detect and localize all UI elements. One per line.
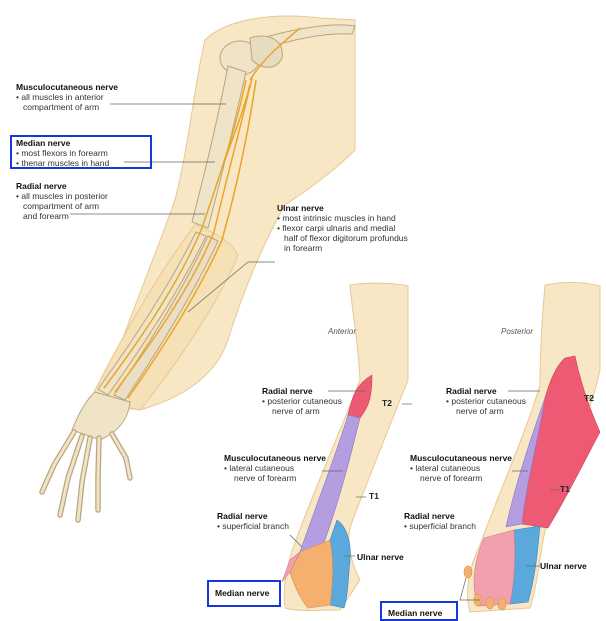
musculocutaneous-line-2: compartment of arm xyxy=(16,102,118,112)
radial-title: Radial nerve xyxy=(16,181,108,191)
median-line-1: most flexors in forearm xyxy=(16,148,109,158)
ant-radial-superficial-label: Radial nerve superficial branch xyxy=(217,511,289,531)
ulnar-line-4: in forearm xyxy=(277,243,408,253)
median-title: Median nerve xyxy=(16,138,109,148)
hand-carpals xyxy=(72,392,130,440)
ant-radial-superficial-title: Radial nerve xyxy=(217,511,289,521)
ulnar-line-3: half of flexor digitorum profundus xyxy=(277,233,408,243)
ulnar-line-2: flexor carpi ulnaris and medial xyxy=(277,223,408,233)
post-musculocutaneous-label: Musculocutaneous nerve lateral cutaneous… xyxy=(410,453,512,483)
musculocutaneous-line-1: all muscles in anterior xyxy=(16,92,118,102)
posterior-view-label: Posterior xyxy=(501,327,533,336)
ant-radial-label: Radial nerve posterior cutaneous nerve o… xyxy=(262,386,342,416)
post-musculocutaneous-line-1: lateral cutaneous xyxy=(410,463,512,473)
fingertip-3 xyxy=(486,597,494,609)
post-radial-label: Radial nerve posterior cutaneous nerve o… xyxy=(446,386,526,416)
ant-median-label: Median nerve xyxy=(215,588,269,598)
ant-musculocutaneous-line-1: lateral cutaneous xyxy=(224,463,326,473)
post-radial-superficial-label: Radial nerve superficial branch xyxy=(404,511,476,531)
ulnar-line-1: most intrinsic muscles in hand xyxy=(277,213,408,223)
ant-musculocutaneous-title: Musculocutaneous nerve xyxy=(224,453,326,463)
post-musculocutaneous-line-2: nerve of forearm xyxy=(410,473,512,483)
radial-line-2: compartment of arm xyxy=(16,201,108,211)
ulnar-label: Ulnar nerve most intrinsic muscles in ha… xyxy=(277,203,408,253)
ant-radial-line-1: posterior cutaneous xyxy=(262,396,342,406)
finger-4-inner xyxy=(98,438,99,510)
radial-line-3: and forearm xyxy=(16,211,108,221)
post-t1-label: T1 xyxy=(560,484,570,494)
radial-line-1: all muscles in posterior xyxy=(16,191,108,201)
ant-radial-line-2: nerve of arm xyxy=(262,406,342,416)
fingertip-1 xyxy=(464,566,472,578)
ant-radial-superficial-line-1: superficial branch xyxy=(217,521,289,531)
median-line-2: thenar muscles in hand xyxy=(16,158,109,168)
post-radial-superficial-title: Radial nerve xyxy=(404,511,476,521)
ant-musculocutaneous-label: Musculocutaneous nerve lateral cutaneous… xyxy=(224,453,326,483)
post-radial-superficial-line-1: superficial branch xyxy=(404,521,476,531)
post-radial-line-2: nerve of arm xyxy=(446,406,526,416)
post-radial-line-1: posterior cutaneous xyxy=(446,396,526,406)
post-ulnar-label: Ulnar nerve xyxy=(540,561,587,571)
post-t2-label: T2 xyxy=(584,393,594,403)
median-label: Median nerve most flexors in forearm the… xyxy=(16,138,109,168)
ant-musculocutaneous-line-2: nerve of forearm xyxy=(224,473,326,483)
post-median-label: Median nerve xyxy=(388,608,442,618)
ant-t2-label: T2 xyxy=(382,398,392,408)
ant-t1-label: T1 xyxy=(369,491,379,501)
ant-radial-title: Radial nerve xyxy=(262,386,342,396)
radial-label: Radial nerve all muscles in posterior co… xyxy=(16,181,108,221)
ant-ulnar-label: Ulnar nerve xyxy=(357,552,404,562)
fingertip-4 xyxy=(498,598,506,610)
anterior-view-label: Anterior xyxy=(328,327,356,336)
post-radial-title: Radial nerve xyxy=(446,386,526,396)
post-musculocutaneous-title: Musculocutaneous nerve xyxy=(410,453,512,463)
musculocutaneous-title: Musculocutaneous nerve xyxy=(16,82,118,92)
ulnar-title: Ulnar nerve xyxy=(277,203,408,213)
musculocutaneous-label: Musculocutaneous nerve all muscles in an… xyxy=(16,82,118,112)
